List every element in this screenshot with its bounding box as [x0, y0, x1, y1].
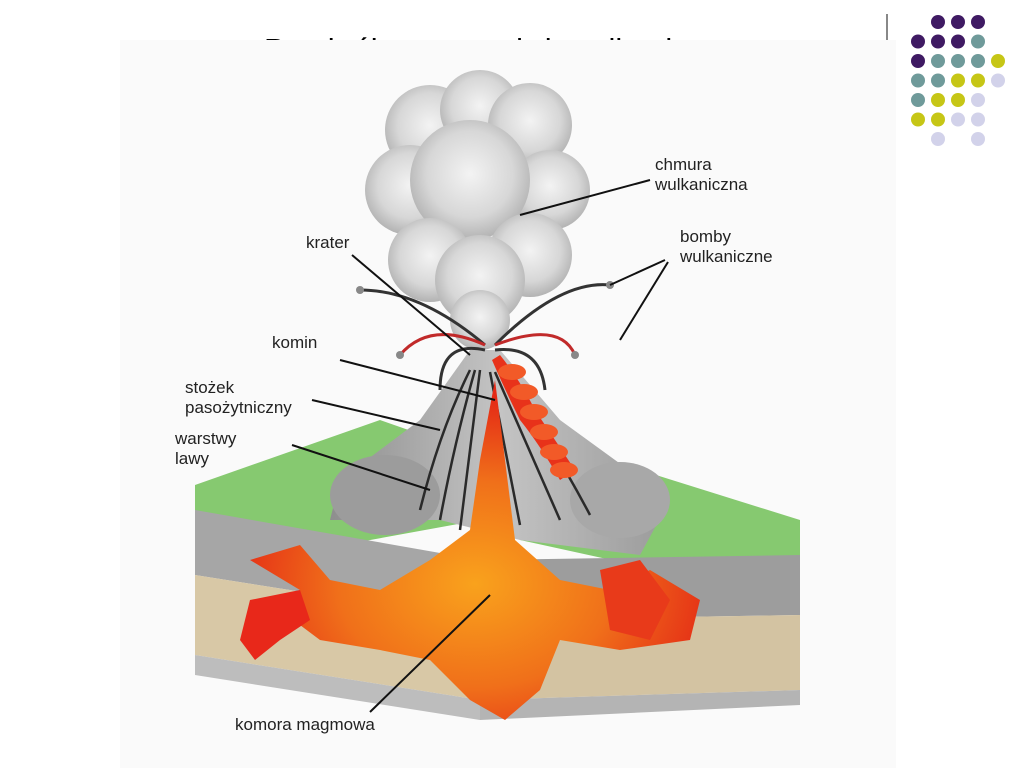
label-bomby-line2: wulkaniczne — [679, 247, 773, 266]
decor-dot — [931, 54, 945, 68]
decor-dot — [931, 93, 945, 107]
decor-dot — [991, 73, 1005, 88]
decor-dot — [951, 112, 965, 127]
label-komora-magmowa: komora magmowa — [235, 715, 375, 734]
label-bomby-line1: bomby — [680, 227, 732, 246]
label-chmura-line1: chmura — [655, 155, 712, 174]
label-warstwy-line2: lawy — [175, 449, 210, 468]
decor-dot — [931, 132, 945, 146]
decor-dot — [971, 15, 985, 29]
label-warstwy-line1: warstwy — [174, 429, 237, 448]
decorative-dot-grid — [911, 15, 1005, 146]
decor-dot — [951, 54, 965, 68]
magma-chamber — [250, 380, 700, 720]
parasitic-cone — [330, 455, 440, 535]
label-stozek-line2: pasożytniczny — [185, 398, 292, 417]
decor-dot — [911, 54, 925, 68]
decor-dot — [991, 54, 1005, 68]
decor-dot — [971, 54, 985, 68]
label-chmura-line2: wulkaniczna — [654, 175, 748, 194]
decor-dot — [911, 93, 925, 107]
rock-layer-gray2-left — [195, 655, 480, 720]
decor-dot — [931, 15, 945, 29]
label-leader-lines — [291, 179, 669, 713]
decor-dot — [971, 73, 985, 88]
decor-dot — [951, 73, 965, 88]
decor-dot — [951, 93, 965, 107]
decor-dot — [971, 112, 985, 127]
decor-dot — [911, 73, 925, 88]
label-stozek-line1: stożek — [185, 378, 235, 397]
decor-dot — [971, 93, 985, 107]
decor-dot — [911, 112, 925, 127]
rock-layer-gray2-right — [480, 690, 800, 720]
decor-dot — [911, 34, 925, 49]
decor-dot — [971, 34, 985, 49]
decor-dot — [971, 132, 985, 146]
label-krater: krater — [306, 233, 350, 252]
decor-dot — [931, 112, 945, 127]
volcanic-bomb-trajectories — [359, 283, 611, 391]
decor-dot — [951, 34, 965, 49]
eruption-cloud — [365, 70, 590, 350]
magma-vein-right — [600, 560, 670, 640]
corner-mark — [886, 14, 888, 42]
volcano-diagram: chmura wulkaniczna krater bomby wulkanic… — [120, 40, 896, 768]
cone-lobe-right — [570, 462, 670, 538]
decor-dot — [951, 15, 965, 29]
conduit-segments — [498, 364, 578, 478]
magma-vein-left — [240, 590, 310, 660]
decor-dot — [931, 34, 945, 49]
decor-dot — [931, 73, 945, 88]
label-komin: komin — [272, 333, 317, 352]
